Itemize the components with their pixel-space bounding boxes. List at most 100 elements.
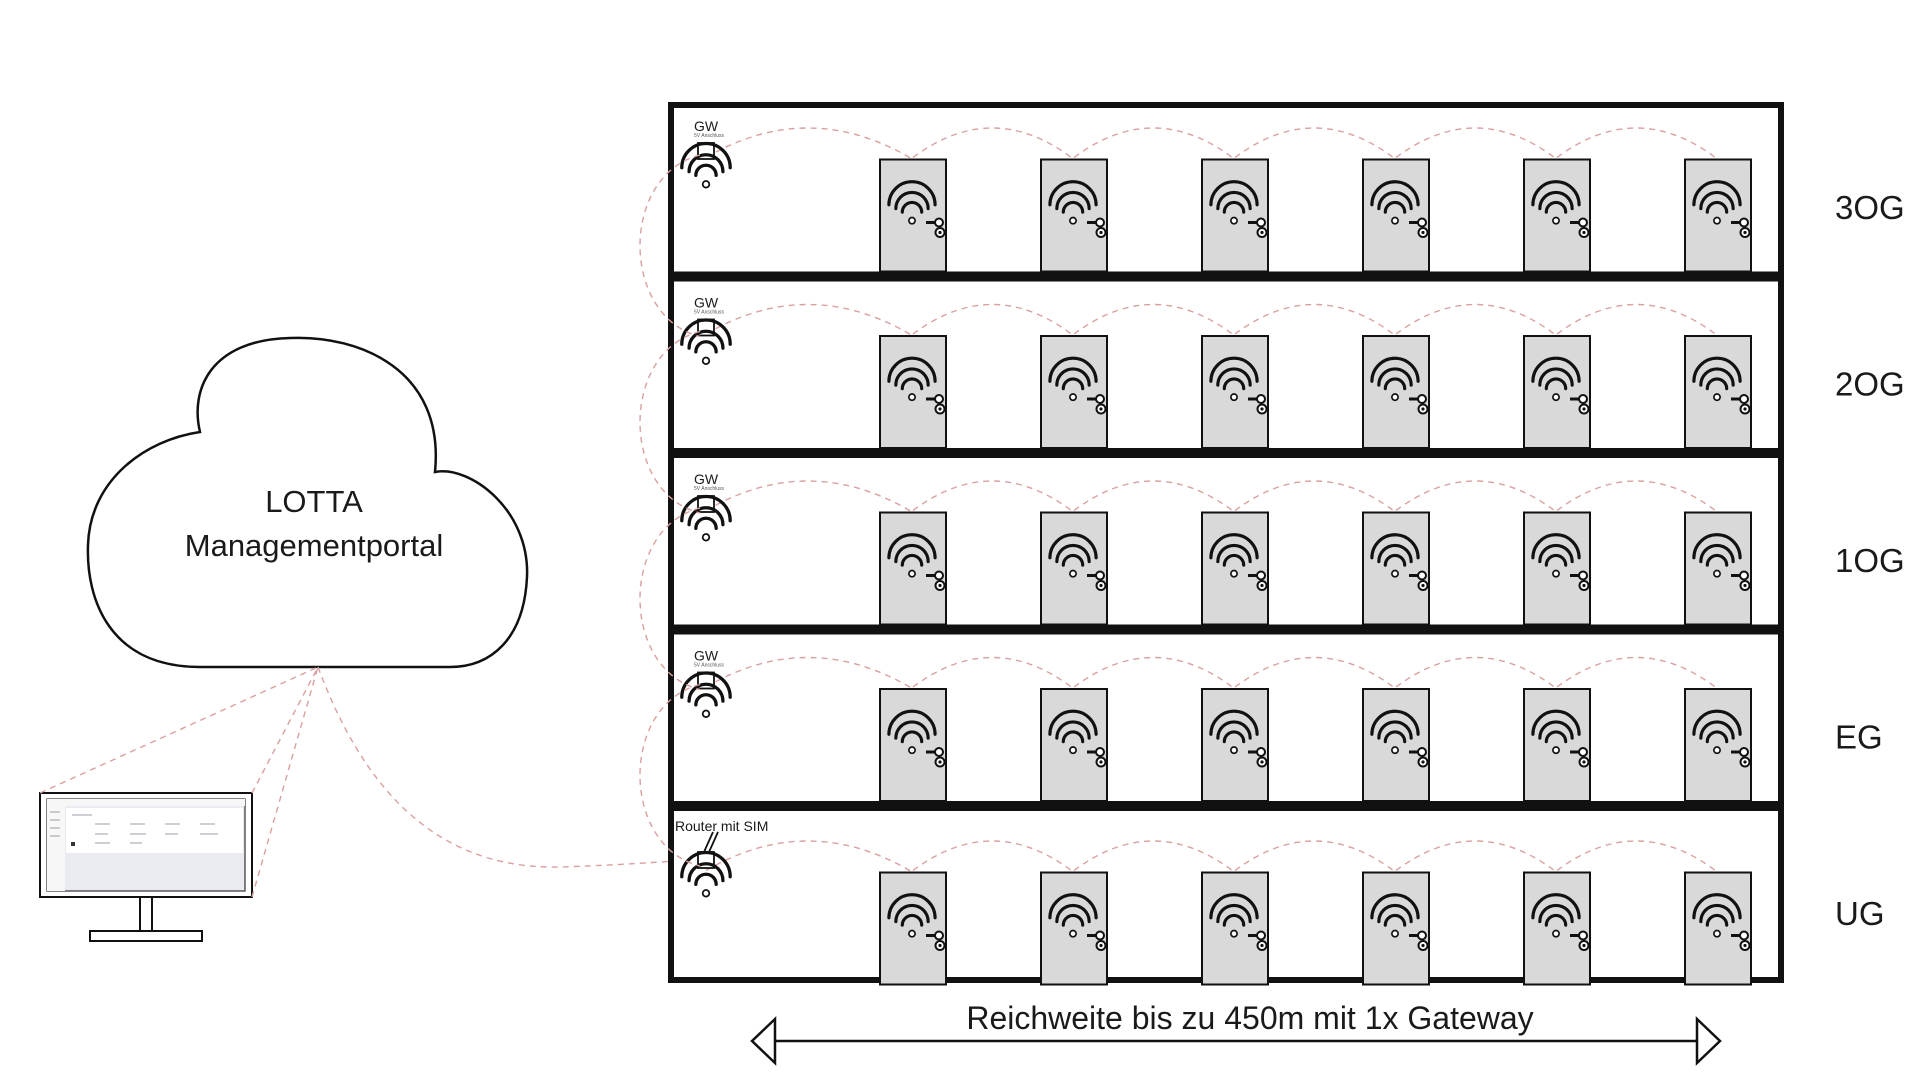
wifi-icon: [887, 533, 937, 578]
door-with-wireless-lock-icon: [1523, 511, 1591, 626]
cloud-subtitle: Managementportal: [185, 528, 444, 563]
door-with-wireless-lock-icon: [1201, 688, 1269, 802]
gateway-sublabel: 5V Anschluss: [694, 486, 725, 492]
wifi-icon: [887, 356, 937, 402]
floor-slab: [671, 271, 1781, 282]
door-with-wireless-lock-icon: [1040, 511, 1108, 626]
door-with-wireless-lock-icon: [1523, 871, 1591, 986]
gateway-label: GW: [694, 648, 719, 664]
wifi-icon: [1370, 533, 1420, 578]
wifi-icon: [1048, 709, 1098, 755]
gateway-sublabel: 5V Anschluss: [694, 663, 725, 669]
gateway-label: GW: [694, 471, 719, 487]
portal-links: [39, 666, 691, 898]
wifi-icon: [1692, 533, 1742, 578]
wifi-icon: [1209, 356, 1259, 402]
door-with-wireless-lock-icon: [1362, 688, 1430, 802]
door-with-wireless-lock-icon: [879, 158, 947, 273]
wifi-icon: [1531, 533, 1581, 578]
gateway-box-icon: [680, 318, 732, 365]
door-with-wireless-lock-icon: [1684, 871, 1752, 986]
wifi-icon: [1209, 533, 1259, 578]
mesh-links: [705, 840, 1719, 874]
floor-ug: Router mit SIM UG: [675, 818, 1885, 986]
monitor-icon: [39, 792, 253, 942]
door-with-wireless-lock-icon: [1523, 158, 1591, 273]
door-with-wireless-lock-icon: [1684, 688, 1752, 802]
door-with-wireless-lock-icon: [1040, 335, 1108, 449]
door-with-wireless-lock-icon: [1684, 158, 1752, 273]
wifi-icon: [1692, 893, 1742, 938]
door-with-wireless-lock-icon: [1040, 688, 1108, 802]
gateway-label: GW: [694, 118, 719, 134]
cloud-icon: LOTTA Managementportal: [86, 336, 529, 669]
door-with-wireless-lock-icon: [1040, 871, 1108, 986]
wifi-icon: [1531, 180, 1581, 225]
door-with-wireless-lock-icon: [1684, 511, 1752, 626]
door-with-wireless-lock-icon: [1362, 511, 1430, 626]
wifi-icon: [1048, 533, 1098, 578]
door-with-wireless-lock-icon: [1201, 871, 1269, 986]
door-with-wireless-lock-icon: [1201, 158, 1269, 273]
wifi-icon: [1531, 709, 1581, 755]
floor-slab: [671, 448, 1781, 458]
wifi-icon: [1531, 356, 1581, 402]
gateway-box-icon: [680, 671, 732, 718]
range-label: Reichweite bis zu 450m mit 1x Gateway: [966, 1000, 1533, 1036]
wifi-icon: [1370, 180, 1420, 225]
mesh-links: [705, 480, 1719, 514]
wifi-icon: [1370, 356, 1420, 402]
wifi-icon: [680, 850, 732, 898]
door-with-wireless-lock-icon: [879, 511, 947, 626]
door-with-wireless-lock-icon: [1362, 871, 1430, 986]
door-with-wireless-lock-icon: [1684, 335, 1752, 449]
door-with-wireless-lock-icon: [1523, 335, 1591, 449]
wifi-icon: [1209, 709, 1259, 755]
door-with-wireless-lock-icon: [879, 335, 947, 449]
gateway-sublabel: 5V Anschluss: [694, 310, 725, 316]
door-with-wireless-lock-icon: [1523, 688, 1591, 802]
door-with-wireless-lock-icon: [1362, 158, 1430, 273]
wifi-icon: [1048, 893, 1098, 938]
floor-label: 3OG: [1835, 189, 1905, 226]
mesh-links: [705, 303, 1719, 337]
mesh-links: [705, 127, 1719, 161]
wifi-icon: [1692, 709, 1742, 755]
wifi-icon: [680, 671, 732, 718]
wifi-icon: [1692, 356, 1742, 402]
door-with-wireless-lock-icon: [879, 871, 947, 986]
floor-slab: [671, 624, 1781, 635]
door-with-wireless-lock-icon: [1201, 511, 1269, 626]
router-with-antenna-icon: [680, 831, 732, 898]
cloud-title: LOTTA: [265, 484, 363, 519]
door-with-wireless-lock-icon: [1040, 158, 1108, 273]
door-with-wireless-lock-icon: [1362, 335, 1430, 449]
wifi-icon: [680, 494, 732, 542]
gateway-box-icon: [680, 494, 732, 542]
wifi-icon: [1370, 709, 1420, 755]
floor-label: 2OG: [1835, 366, 1905, 403]
mesh-links: [705, 656, 1719, 690]
gateway-label: Router mit SIM: [675, 818, 768, 834]
wifi-icon: [1048, 180, 1098, 225]
wifi-icon: [1048, 356, 1098, 402]
wifi-icon: [1531, 893, 1581, 938]
floor-label: UG: [1835, 895, 1885, 932]
gateway-sublabel: 5V Anschluss: [694, 133, 725, 139]
floor-label: 1OG: [1835, 542, 1905, 579]
floor-label: EG: [1835, 719, 1883, 756]
wifi-icon: [887, 893, 937, 938]
wifi-icon: [680, 318, 732, 365]
floor-slab: [671, 801, 1781, 811]
wifi-icon: [887, 709, 937, 755]
wifi-icon: [1209, 180, 1259, 225]
wifi-icon: [887, 180, 937, 225]
range-arrow: Reichweite bis zu 450m mit 1x Gateway: [750, 1000, 1722, 1066]
